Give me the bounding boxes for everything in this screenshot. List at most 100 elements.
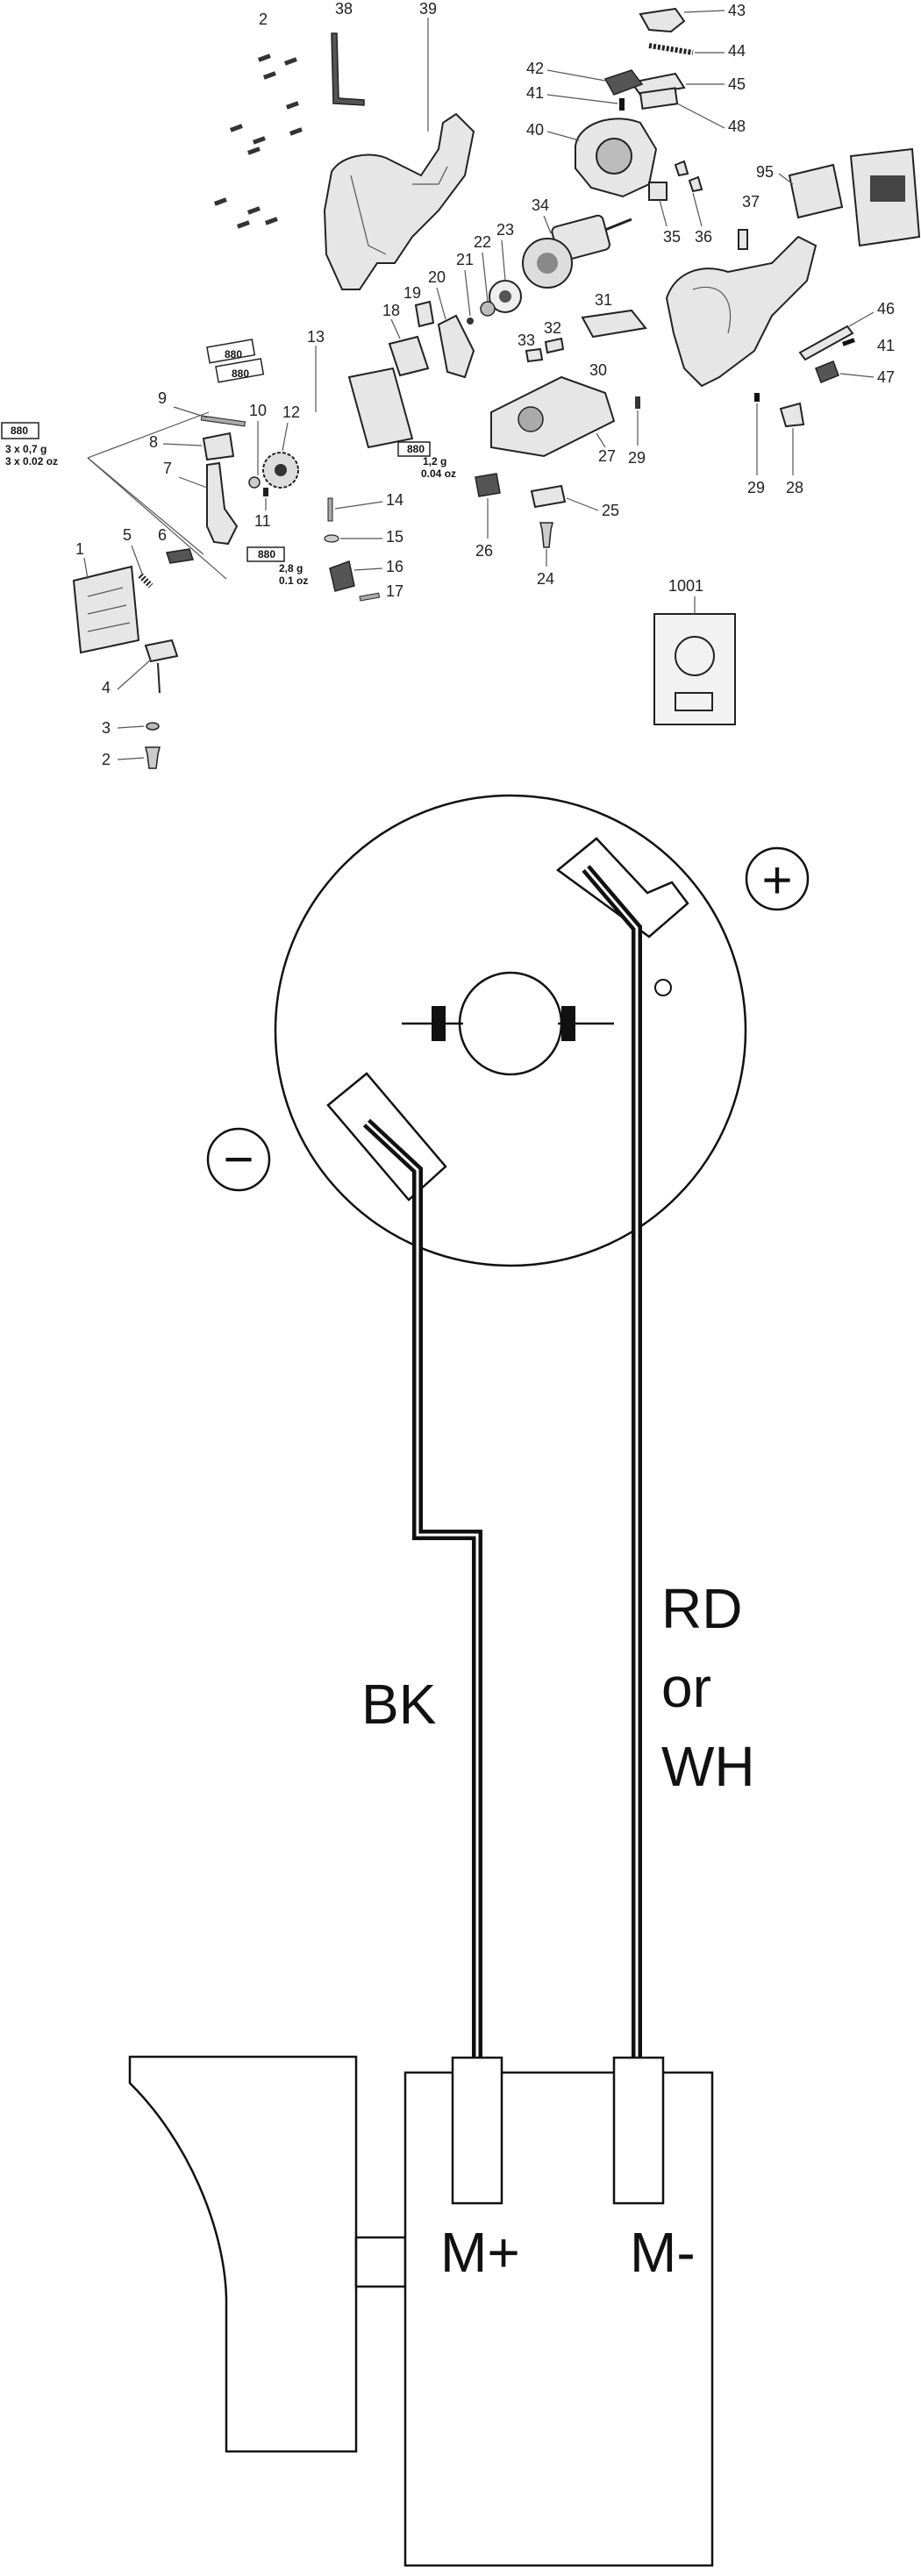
label-4: 4 (102, 679, 111, 696)
part-48-plate (639, 87, 679, 110)
label-30: 30 (589, 361, 607, 379)
motor-terminal-dot (654, 979, 672, 996)
label-5: 5 (123, 526, 132, 544)
part-20-holder (437, 314, 475, 379)
part-42-knob (603, 69, 644, 96)
part-10-bearing (248, 476, 261, 489)
part-15-washer (324, 534, 339, 543)
motor-armature (458, 971, 563, 1076)
part-30-gear-base (490, 375, 616, 458)
part-38-hex-key (331, 32, 365, 106)
motor-brush-left (432, 1006, 446, 1041)
part-35-bushing (648, 182, 668, 201)
part-32-clip (544, 337, 565, 354)
part-2-screw-bottom (145, 746, 161, 769)
part-13-guide-plate (347, 367, 414, 449)
svg-text:0.1 oz: 0.1 oz (279, 574, 308, 587)
part-22-bearing (480, 301, 496, 317)
grease-tag-left: 880 3 x 0,7 g 3 x 0.02 oz (1, 422, 58, 467)
part-33-clip (525, 347, 544, 363)
label-42: 42 (526, 60, 544, 77)
part-7-plunger (206, 461, 239, 546)
label-6: 6 (158, 526, 167, 544)
wire-label-bk: BK (361, 1673, 436, 1736)
part-17-pin (359, 592, 381, 602)
label-9: 9 (158, 389, 167, 407)
exploded-view: 38 2 39 43 44 45 (1, 0, 921, 769)
svg-text:1,2 g: 1,2 g (423, 455, 446, 467)
wire-label-rd: RD (661, 1577, 742, 1640)
part-41-pin-right (842, 338, 855, 346)
label-27: 27 (598, 447, 616, 465)
svg-text:880: 880 (232, 367, 249, 380)
wiring-diagram: + − BK RD or WH M+ M- (128, 794, 810, 2567)
svg-text:880: 880 (407, 443, 425, 455)
label-35: 35 (663, 228, 681, 246)
label-22: 22 (474, 233, 491, 251)
label-39: 39 (419, 0, 437, 18)
label-1001: 1001 (668, 577, 703, 595)
label-3: 3 (102, 719, 111, 737)
label-11: 11 (254, 512, 271, 530)
label-37: 37 (742, 193, 760, 211)
minus-symbol-circle (206, 1127, 271, 1192)
part-36-pins (674, 160, 703, 193)
svg-text:2,8 g: 2,8 g (279, 562, 303, 574)
label-1: 1 (75, 540, 84, 558)
grease-tag-b: 880 (215, 358, 265, 383)
label-16: 16 (386, 558, 403, 575)
svg-text:880: 880 (258, 548, 275, 560)
part-1001-wiring-card (653, 613, 736, 725)
switch-trigger (128, 2055, 358, 2453)
svg-text:880: 880 (225, 348, 242, 360)
part-14-pin (327, 497, 333, 522)
grease-tag-a: 880 (206, 339, 256, 364)
label-19: 19 (403, 284, 421, 302)
terminal-label-m-minus: M- (630, 2221, 696, 2284)
label-31: 31 (595, 291, 612, 309)
switch-body (403, 2071, 714, 2567)
label-26: 26 (475, 542, 493, 560)
label-21: 21 (456, 251, 474, 268)
label-40: 40 (526, 121, 544, 139)
label-2-top: 2 (259, 11, 268, 28)
plus-symbol: + (761, 851, 792, 910)
label-13: 13 (307, 328, 325, 346)
part-25-plate (530, 484, 567, 509)
label-15: 15 (386, 528, 403, 546)
label-45: 45 (728, 75, 746, 93)
label-23: 23 (496, 221, 514, 239)
switch-terminal-right (612, 2056, 665, 2205)
label-20: 20 (428, 268, 446, 286)
part-4-bracket (144, 639, 179, 663)
part-16-lever (329, 560, 355, 592)
plus-symbol-circle (745, 846, 810, 911)
label-34: 34 (532, 196, 549, 214)
svg-text:0.04 oz: 0.04 oz (421, 467, 456, 480)
label-38: 38 (335, 0, 353, 18)
part-41-pin-top (619, 98, 625, 111)
part-21-washer (467, 318, 474, 325)
label-7: 7 (163, 460, 172, 477)
label-44: 44 (728, 42, 746, 60)
label-18: 18 (382, 302, 400, 319)
part-26-clamp (475, 473, 501, 497)
part-9-rod (200, 415, 246, 427)
part-6-roller (166, 548, 194, 564)
part-46-rod (798, 325, 854, 361)
label-33: 33 (518, 332, 535, 349)
wire-label-or: or (661, 1656, 711, 1719)
label-8: 8 (149, 433, 158, 451)
label-46: 46 (877, 300, 895, 318)
label-29-right: 29 (747, 479, 765, 496)
part-44-spring (648, 43, 694, 55)
motor-outline (274, 794, 747, 1267)
label-10: 10 (249, 402, 267, 419)
switch-terminal-left (451, 2056, 503, 2205)
grease-tag-low: 880 2,8 g 0.1 oz (246, 546, 308, 587)
label-41-right: 41 (877, 337, 895, 354)
part-18-plate (388, 335, 430, 377)
label-2-bottom: 2 (102, 751, 111, 768)
grease-tag-mid: 880 1,2 g 0.04 oz (397, 441, 456, 480)
label-41-top: 41 (526, 84, 544, 102)
